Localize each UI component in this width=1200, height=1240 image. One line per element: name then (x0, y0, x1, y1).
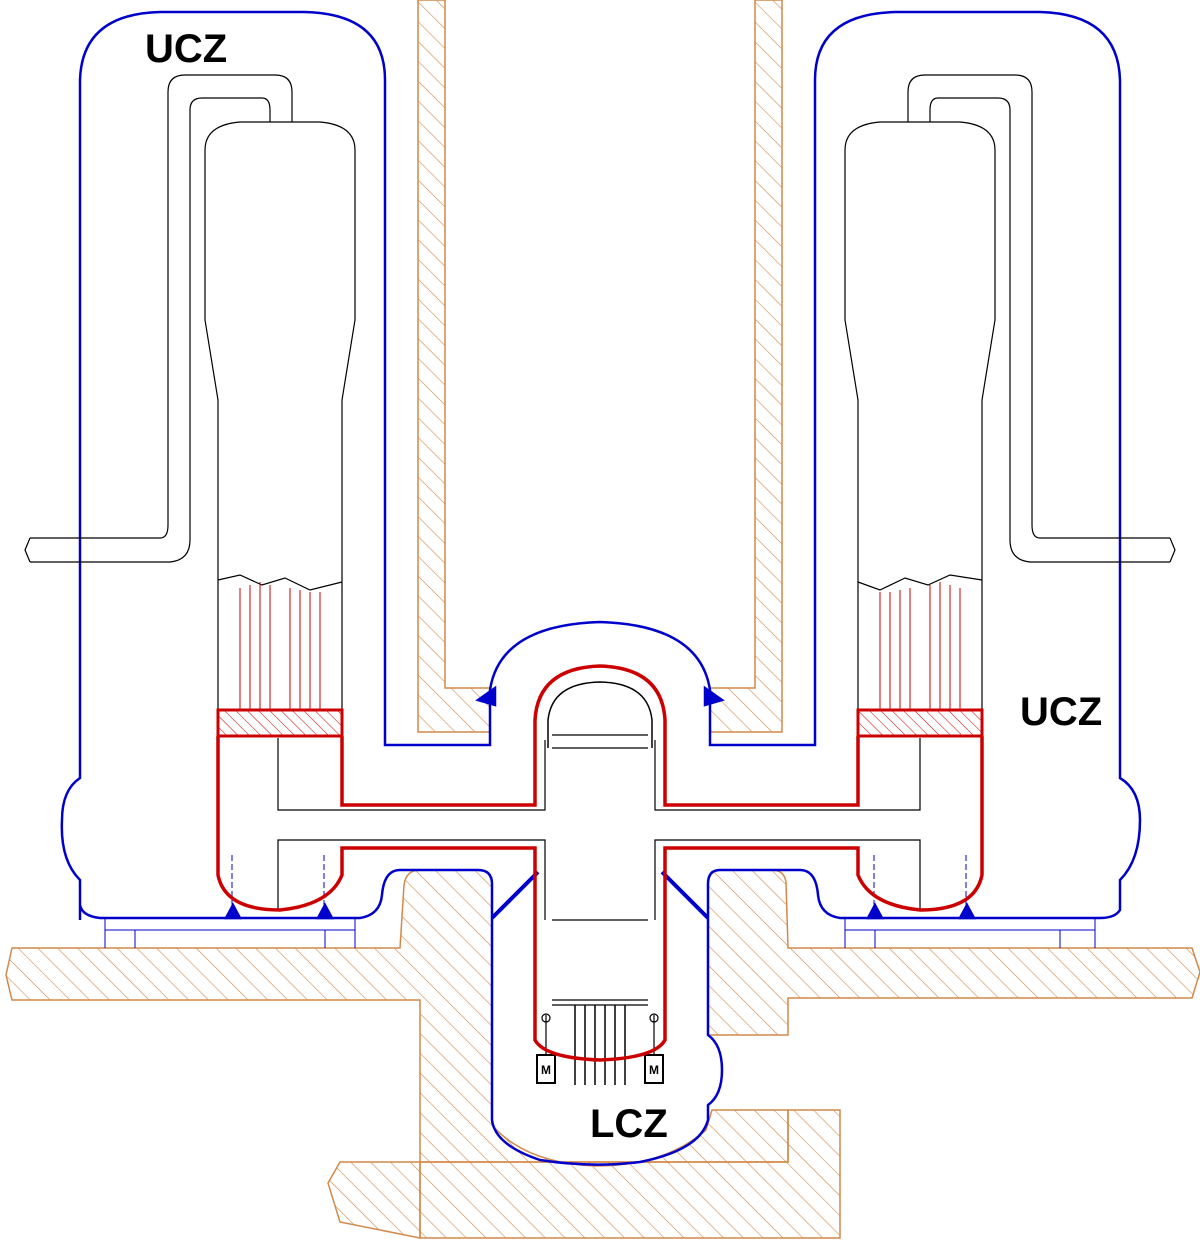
motor-label-left: M (541, 1063, 551, 1077)
anchor-3 (865, 902, 885, 920)
support-left (104, 918, 356, 948)
cutaway-left (217, 574, 343, 591)
label-ucz-upper-left: UCZ (145, 27, 227, 71)
cutaway-right (857, 574, 983, 591)
support-right (844, 918, 1096, 948)
floor-slab-right (707, 869, 1200, 1036)
sg-tubes-right (879, 582, 961, 710)
primary-circuit (216, 582, 984, 1062)
label-ucz-right: UCZ (1020, 690, 1102, 734)
anchor-4 (957, 902, 977, 920)
strut-right (660, 870, 710, 920)
floor-slab-bottom (419, 1109, 841, 1239)
left-vessel-boundary (60, 10, 1142, 1166)
steam-generator-left (204, 121, 356, 710)
shaft-wall-left (417, 0, 491, 733)
strut-left (490, 870, 540, 920)
containment-boundary (60, 10, 1142, 1166)
anchor-2 (315, 902, 335, 920)
primary-loop-lower (216, 736, 984, 1062)
anchor-1 (223, 902, 243, 920)
reactor-internals (552, 734, 648, 1006)
steam-generator-right (844, 121, 996, 710)
weld-right (703, 685, 725, 707)
steam-line-right (907, 74, 1176, 563)
tube-sheet-left (216, 708, 344, 738)
motor-label-right: M (649, 1063, 659, 1077)
label-lcz: LCZ (590, 1102, 668, 1146)
control-rods (574, 1005, 626, 1085)
primary-loop-upper (340, 664, 860, 807)
coolant-channel-upper (277, 738, 921, 811)
coolant-channel-lower (277, 839, 921, 920)
weld-left (475, 685, 497, 707)
steam-line-left (24, 74, 293, 563)
motor-links (545, 1015, 655, 1055)
tube-sheet-right (856, 708, 984, 738)
equipment (24, 74, 1176, 1085)
shaft-wall-right (709, 0, 783, 733)
sg-tubes-left (239, 582, 321, 710)
pulley-right (649, 1013, 659, 1023)
reactor-vessel-inner (547, 681, 653, 748)
concrete-structure (5, 0, 1200, 1239)
pulley-left (541, 1013, 551, 1023)
